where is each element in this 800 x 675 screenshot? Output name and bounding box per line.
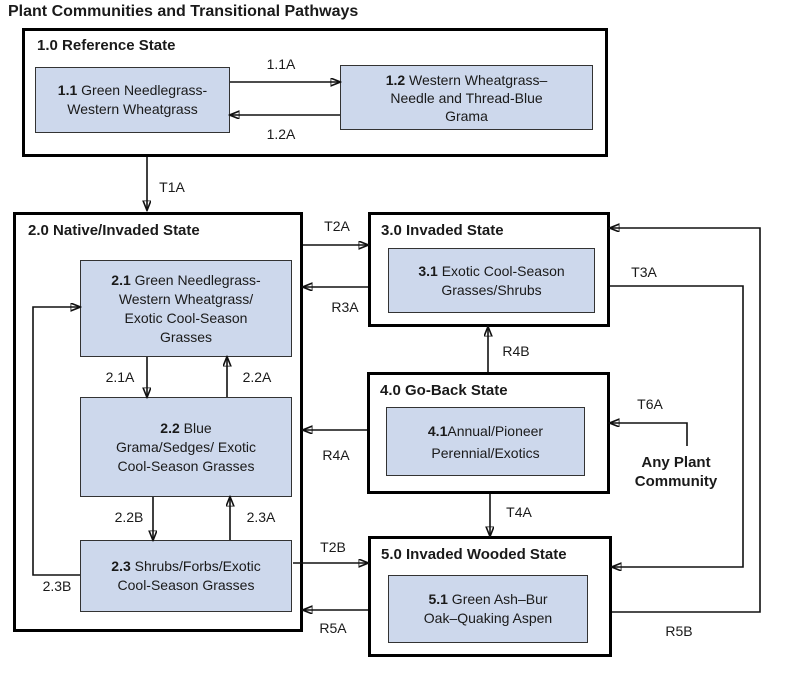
arrow-R5B (610, 228, 761, 613)
pathway-label-2-3A: 2.3A (246, 509, 276, 525)
pathway-label-2-2A: 2.2A (242, 369, 272, 385)
pathway-label-2-3B: 2.3B (42, 578, 72, 594)
transition-label-T3A: T3A (631, 264, 657, 280)
community-text: Green Ash–Bur (447, 591, 548, 607)
community-text: Annual/Pioneer (447, 422, 544, 439)
state-label-reference: 1.0 Reference State (37, 37, 176, 54)
pathway-label-1-2A: 1.2A (266, 126, 296, 142)
community-id: 3.1 (418, 262, 438, 279)
community-box-4-1: 4.1Annual/Pioneer Perennial/Exotics (386, 407, 585, 476)
transition-label-T2B: T2B (320, 539, 346, 555)
any-plant-line2: Community (634, 473, 718, 490)
community-text: Needle and Thread-Blue (390, 89, 543, 106)
community-box-1-2: 1.2 Western Wheatgrass– Needle and Threa… (340, 65, 593, 130)
community-box-2-2: 2.2 Blue Grama/Sedges/ Exotic Cool-Seaso… (80, 397, 292, 497)
transition-label-T4A: T4A (506, 504, 532, 520)
community-text: Cool-Season Grasses (117, 577, 255, 593)
community-text: Grama/Sedges/ Exotic (115, 438, 257, 455)
community-text: Western Wheatgrass/ (118, 290, 254, 307)
community-text: Green Needlegrass- (77, 82, 208, 98)
pathway-label-2-2B: 2.2B (114, 509, 144, 525)
community-text: Oak–Quaking Aspen (423, 610, 553, 626)
transition-label-R4B: R4B (502, 343, 530, 359)
transition-label-R4A: R4A (322, 447, 350, 463)
arrow-T3A (610, 285, 744, 567)
any-plant-community-label: Any Plant Community (635, 453, 718, 491)
community-text: Grama (445, 107, 488, 124)
community-id: 2.3 (111, 558, 131, 574)
community-id: 5.1 (428, 591, 448, 607)
community-text: Exotic Cool-Season (124, 309, 248, 326)
community-id: 2.2 (160, 419, 180, 436)
community-text: Exotic Cool-Season (437, 262, 565, 279)
transition-label-R5B: R5B (665, 623, 693, 639)
pathway-label-2-1A: 2.1A (105, 369, 135, 385)
transition-label-R5A: R5A (319, 620, 347, 636)
arrow-T6A (610, 423, 688, 446)
transition-label-R3A: R3A (331, 299, 359, 315)
community-text: Blue (179, 419, 212, 436)
transition-label-T2A: T2A (324, 218, 350, 234)
state-label-go-back: 4.0 Go-Back State (380, 382, 508, 399)
state-label-invaded: 3.0 Invaded State (381, 222, 504, 239)
community-text: Western Wheatgrass– (405, 71, 548, 88)
community-id: 2.1 (111, 271, 131, 288)
community-text: Shrubs/Forbs/Exotic (130, 558, 261, 574)
community-text: Grasses (159, 328, 213, 345)
community-box-5-1: 5.1 Green Ash–Bur Oak–Quaking Aspen (388, 575, 588, 643)
community-text: Perennial/Exotics (431, 444, 540, 461)
any-plant-line1: Any Plant (641, 454, 711, 471)
community-box-2-1: 2.1 Green Needlegrass- Western Wheatgras… (80, 260, 292, 357)
community-text: Western Wheatgrass (67, 101, 198, 117)
community-box-2-3: 2.3 Shrubs/Forbs/Exotic Cool-Season Gras… (80, 540, 292, 612)
transition-label-T6A: T6A (637, 396, 663, 412)
community-box-1-1: 1.1 Green Needlegrass- Western Wheatgras… (35, 67, 230, 133)
state-label-invaded-wooded: 5.0 Invaded Wooded State (381, 546, 567, 563)
transition-label-T1A: T1A (159, 179, 185, 195)
community-text: Green Needlegrass- (130, 271, 261, 288)
community-text: Cool-Season Grasses (117, 457, 255, 474)
community-box-3-1: 3.1 Exotic Cool-Season Grasses/Shrubs (388, 248, 595, 313)
state-label-native-invaded: 2.0 Native/Invaded State (28, 222, 200, 239)
page-title: Plant Communities and Transitional Pathw… (8, 3, 359, 20)
pathway-label-1-1A: 1.1A (266, 56, 296, 72)
community-id: 1.1 (57, 82, 78, 98)
community-id: 1.2 (385, 71, 406, 88)
community-text: Grasses/Shrubs (441, 281, 542, 298)
community-id: 4.1 (427, 422, 448, 439)
